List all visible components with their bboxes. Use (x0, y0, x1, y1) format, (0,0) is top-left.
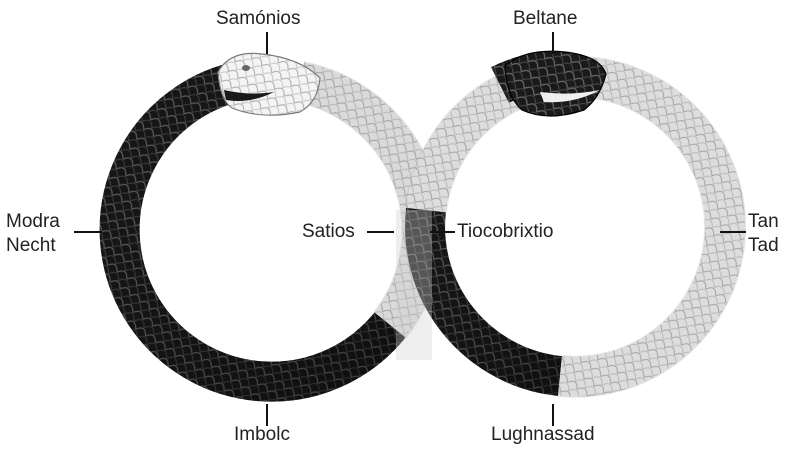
beltane-tick (552, 32, 554, 54)
satios-tick (367, 231, 394, 233)
samonios-label: Samónios (216, 8, 301, 30)
samonios-tick (266, 32, 268, 54)
right-serpent (425, 51, 725, 376)
tiocobrixtio-label: Tiocobrixtio (457, 221, 553, 243)
right-serpent-head-icon (505, 51, 606, 116)
modra-necht-tick (74, 231, 102, 233)
left-serpent (120, 53, 423, 381)
satios-label: Satios (302, 221, 355, 243)
tan-tad-label-line2: Tad (748, 235, 779, 257)
lughnassad-tick (552, 404, 554, 426)
tan-tad-label-line1: Tan (748, 211, 779, 233)
lughnassad-label: Lughnassad (491, 424, 595, 446)
tan-tad-tick (720, 231, 746, 233)
beltane-label: Beltane (513, 8, 577, 30)
modra-necht-label-line1: Modra (6, 211, 60, 233)
imbolc-label: Imbolc (234, 424, 290, 446)
modra-necht-label-line2: Necht (6, 235, 56, 257)
imbolc-tick (266, 404, 268, 426)
tiocobrixtio-tick (430, 231, 455, 233)
